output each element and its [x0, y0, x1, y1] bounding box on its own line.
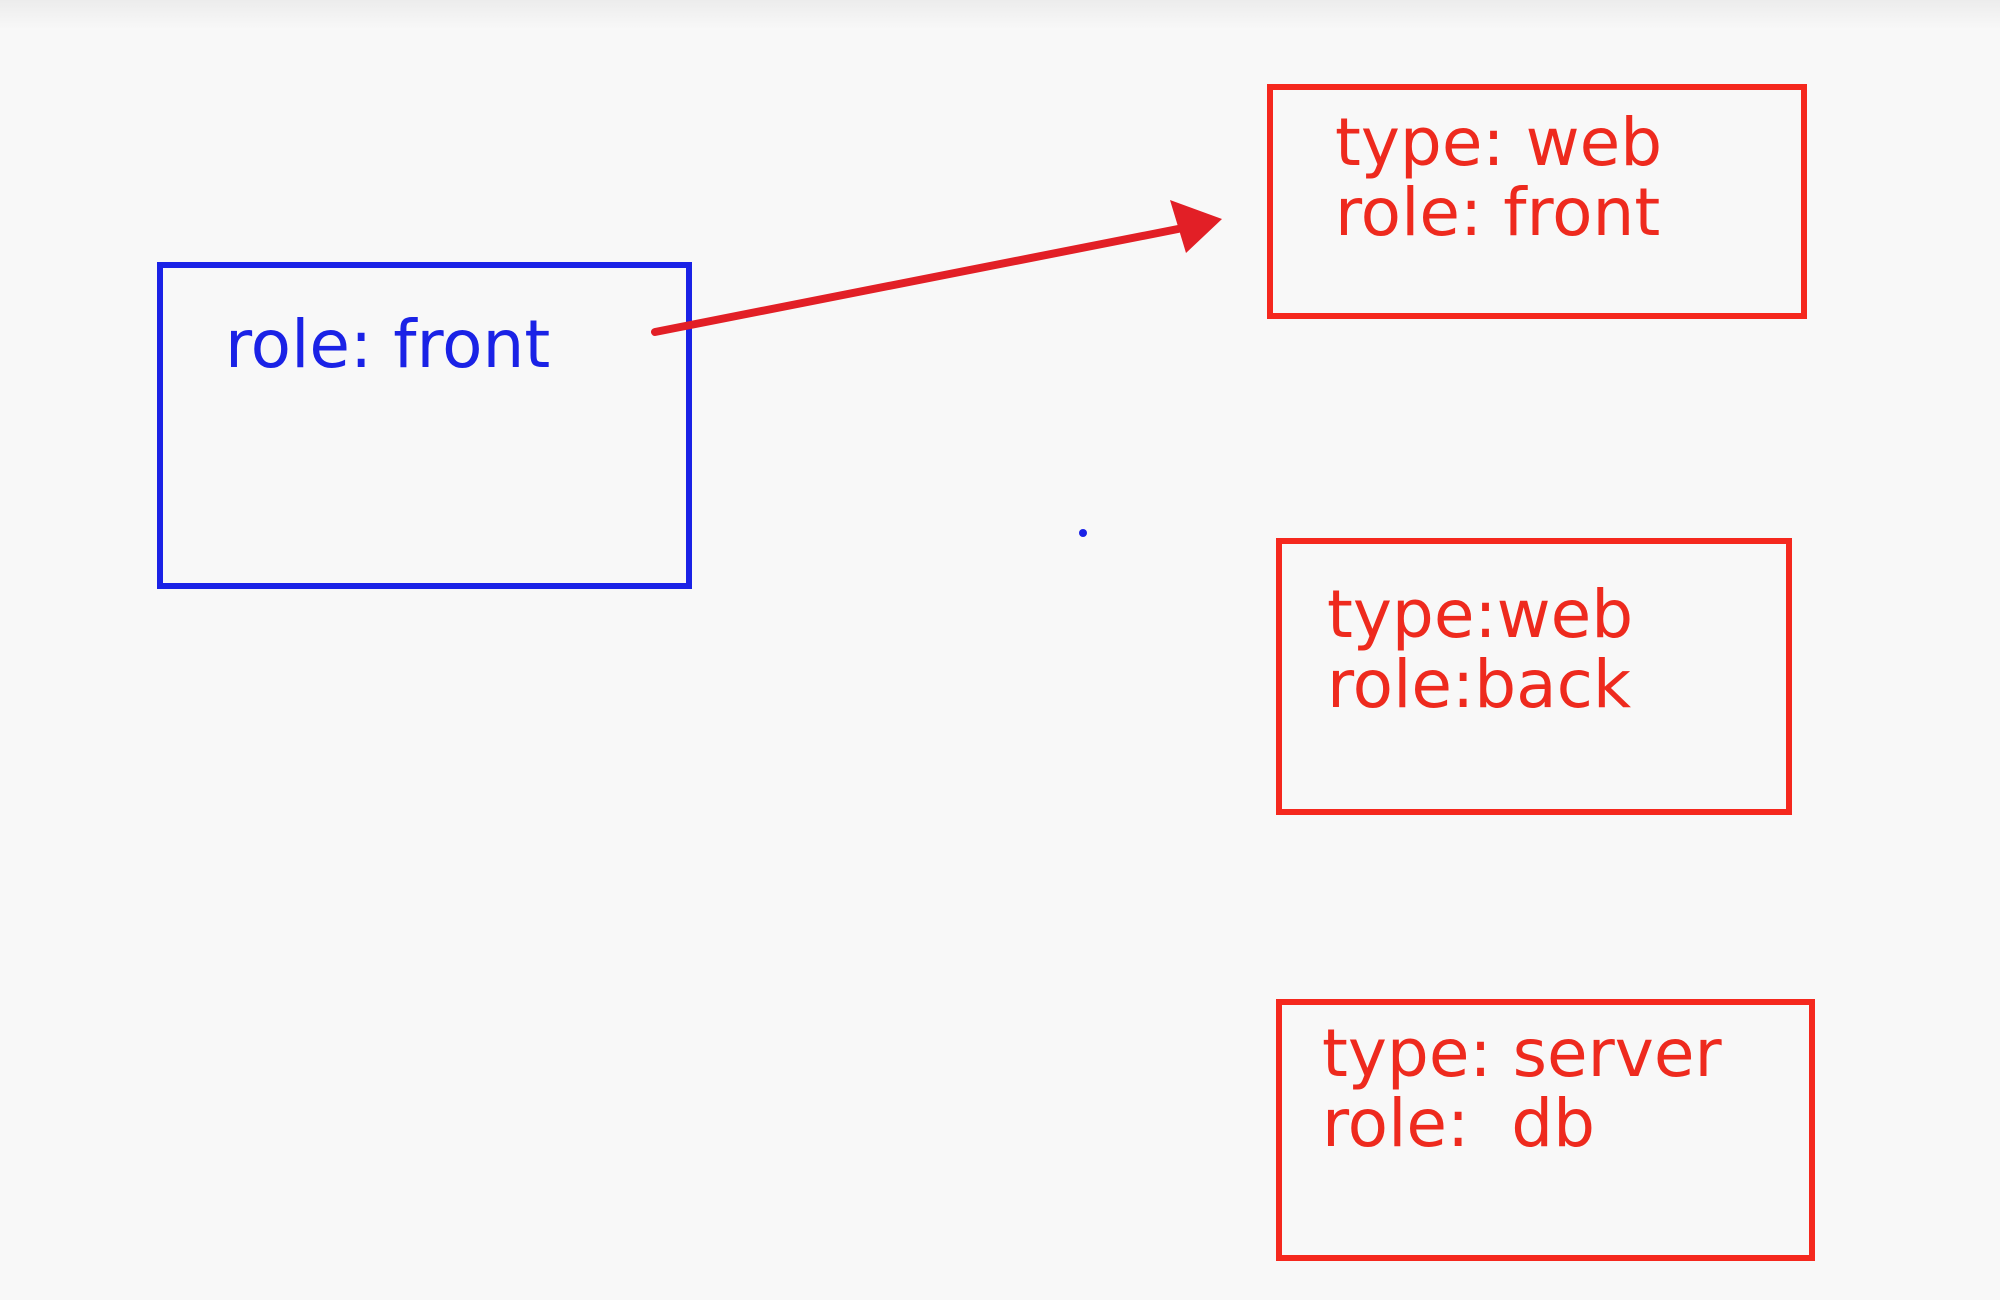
- node-box-server-db: type: server role: db: [1276, 999, 1815, 1261]
- node-type-label: type:web: [1327, 576, 1634, 653]
- top-shade: [0, 0, 2000, 30]
- selector-arrow-line: [651, 225, 1182, 336]
- stray-dot: [1079, 529, 1087, 537]
- node-box-web-back: type:web role:back: [1276, 538, 1792, 815]
- node-box-web-front: type: web role: front: [1267, 84, 1807, 319]
- node-type-label: type: web: [1335, 104, 1663, 181]
- arrow-head-icon: [1170, 200, 1222, 253]
- node-role-label: role: db: [1322, 1085, 1595, 1162]
- node-role-label: role:back: [1327, 646, 1632, 723]
- selector-label: role: front: [225, 306, 551, 383]
- node-role-label: role: front: [1335, 174, 1661, 251]
- node-type-label: type: server: [1322, 1015, 1722, 1092]
- selector-box: role: front: [157, 262, 692, 589]
